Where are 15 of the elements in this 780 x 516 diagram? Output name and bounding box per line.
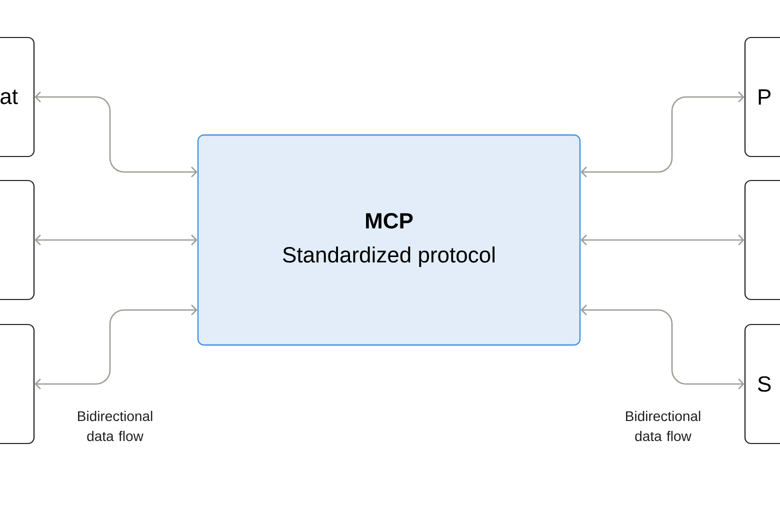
arrow	[580, 304, 744, 390]
arrow	[34, 234, 198, 246]
flow-label: Bidirectional data flow	[78, 410, 152, 442]
empty-box	[0, 180, 35, 300]
server-box: P	[744, 36, 780, 158]
arrow	[34, 92, 198, 178]
arrow	[580, 234, 744, 246]
arrow	[34, 304, 198, 390]
flow-label: Bidirectional data flow	[626, 410, 700, 442]
empty-box	[0, 324, 35, 444]
server-box: S	[744, 324, 780, 444]
client-box: at	[0, 36, 35, 158]
empty-box	[744, 180, 780, 300]
protocol-box: MCP Standardized protocol	[197, 134, 581, 346]
arrow	[580, 92, 744, 178]
